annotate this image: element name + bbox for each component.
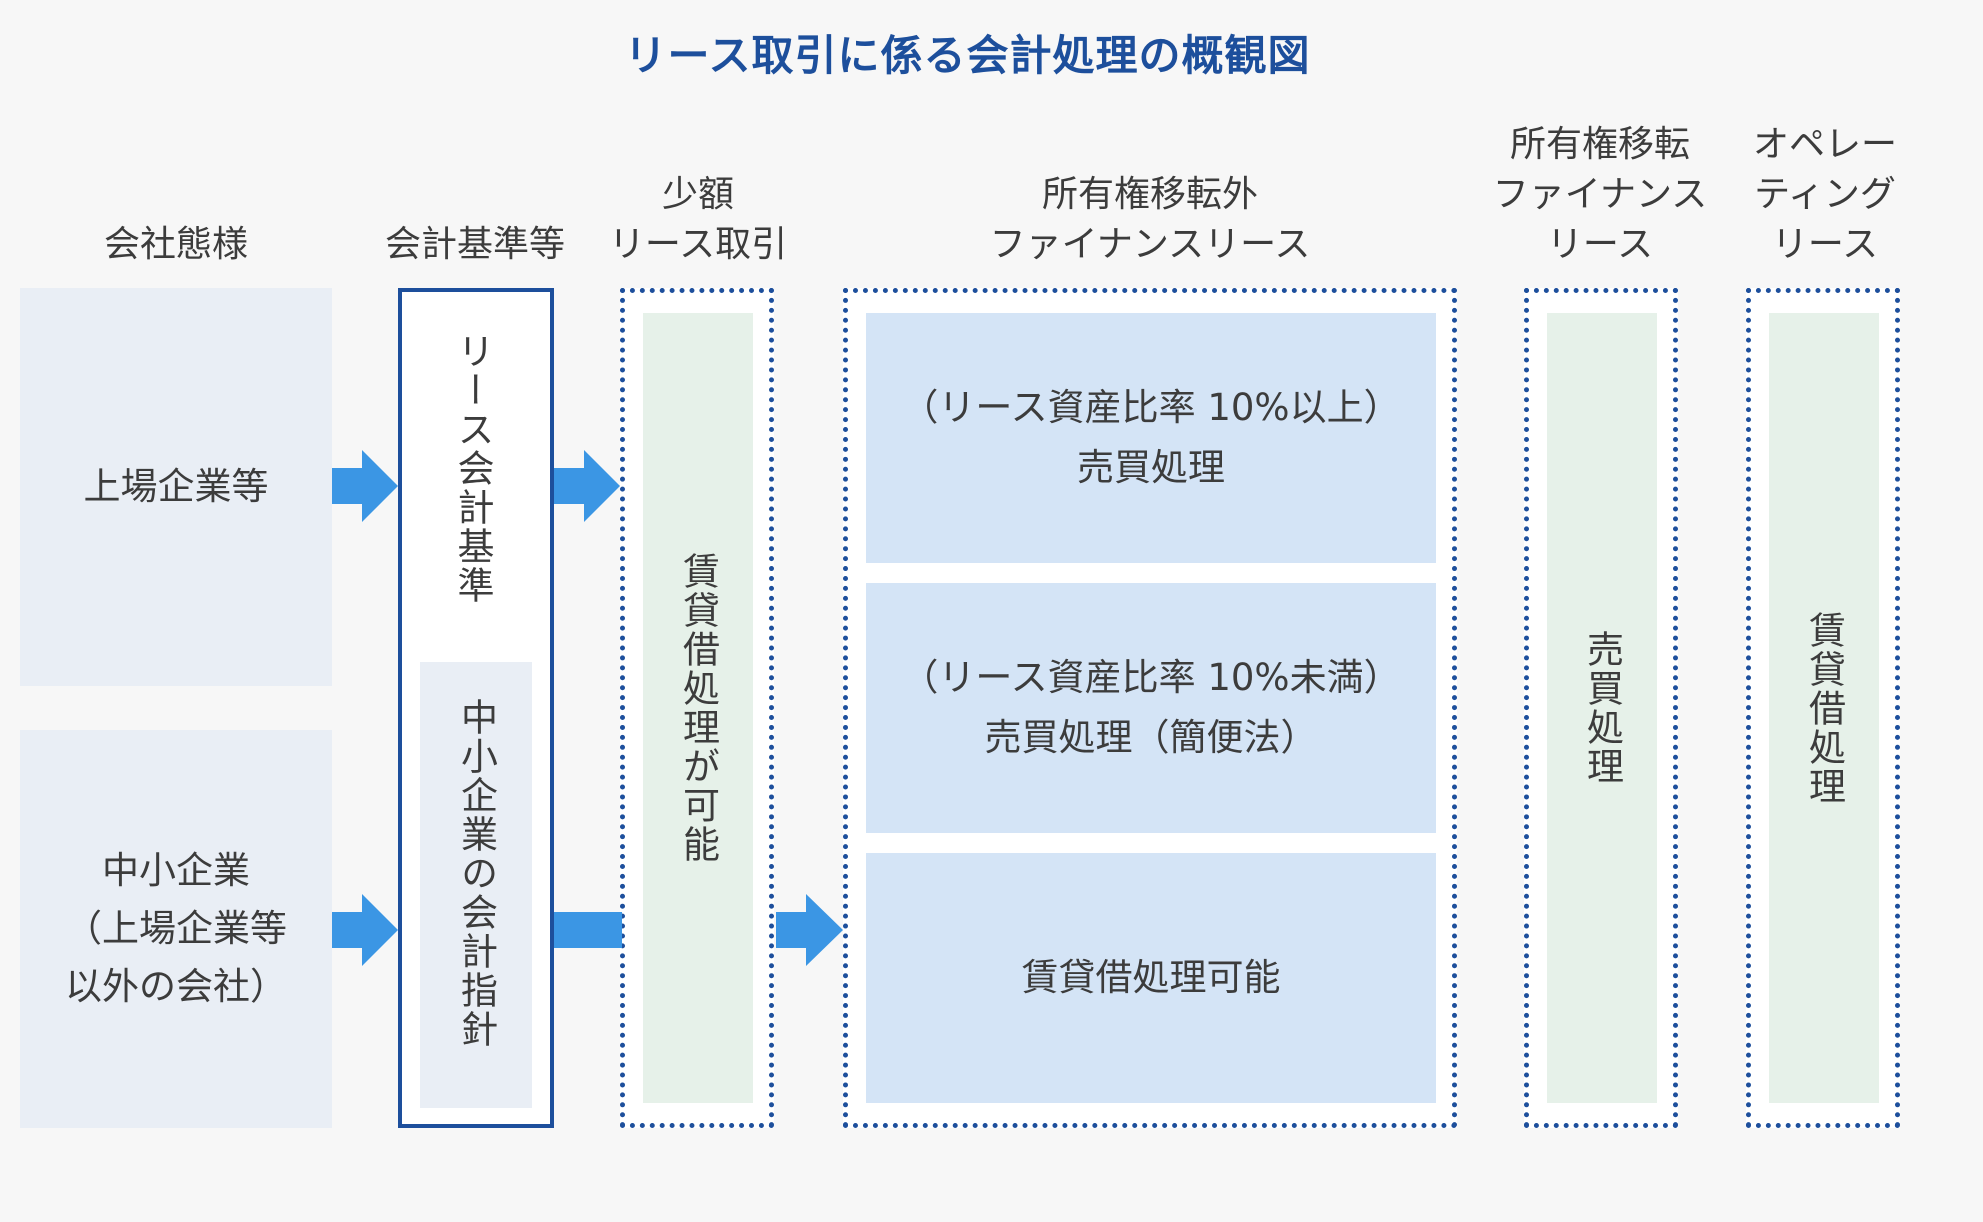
case-ratio-under-10: （リース資産比率 10%未満） 売買処理（簡便法） — [866, 583, 1436, 833]
operating-column: 賃貸借処理 — [1746, 288, 1900, 1128]
bar-guideline-to-small-lease-icon — [554, 912, 622, 948]
case-lease-treatment: 賃貸借処理可能 — [866, 853, 1436, 1103]
sme-guideline-box: 中小企業の会計指針 — [420, 662, 532, 1108]
operating-treatment-box: 賃貸借処理 — [1769, 313, 1879, 1103]
transfer-treatment-box: 売買処理 — [1547, 313, 1657, 1103]
company-listed: 上場企業等 — [20, 288, 332, 686]
arrow-listed-to-standard-icon — [332, 450, 398, 522]
standards-box: リース会計基準 中小企業の会計指針 — [398, 288, 554, 1128]
company-sme: 中小企業 （上場企業等 以外の会社） — [20, 730, 332, 1128]
diagram-title: リース取引に係る会計処理の概観図 — [624, 31, 1311, 80]
arrow-sme-to-guideline-icon — [332, 894, 398, 966]
header-standards: 会計基準等 — [384, 224, 565, 265]
header-transfer-finance-lease: 所有権移転 ファイナンス リース — [1492, 124, 1708, 265]
arrow-standard-to-small-lease-icon — [554, 450, 620, 522]
transfer-column: 売買処理 — [1524, 288, 1678, 1128]
case-ratio-over-10: （リース資産比率 10%以上） 売買処理 — [866, 313, 1436, 563]
sme-accounting-guideline: 中小企業の会計指針 — [454, 698, 498, 1049]
transfer-treatment: 売買処理 — [1580, 630, 1624, 786]
header-non-transfer-finance-lease: 所有権移転外 ファイナンスリース — [989, 174, 1311, 265]
small-lease-treatment: 賃貸借処理が可能 — [676, 552, 720, 864]
small-lease-column: 賃貸借処理が可能 — [620, 288, 774, 1128]
header-small-lease: 少額 リース取引 — [608, 174, 788, 265]
small-lease-treatment-box: 賃貸借処理が可能 — [643, 313, 753, 1103]
operating-treatment: 賃貸借処理 — [1802, 610, 1846, 806]
lease-accounting-standard: リース会計基準 — [451, 332, 494, 605]
arrow-small-lease-to-non-transfer-icon — [776, 894, 843, 966]
non-transfer-column: （リース資産比率 10%以上） 売買処理 （リース資産比率 10%未満） 売買処… — [843, 288, 1457, 1128]
header-company-type: 会社態様 — [103, 224, 248, 265]
header-operating-lease: オペレー ティング リース — [1752, 124, 1897, 265]
